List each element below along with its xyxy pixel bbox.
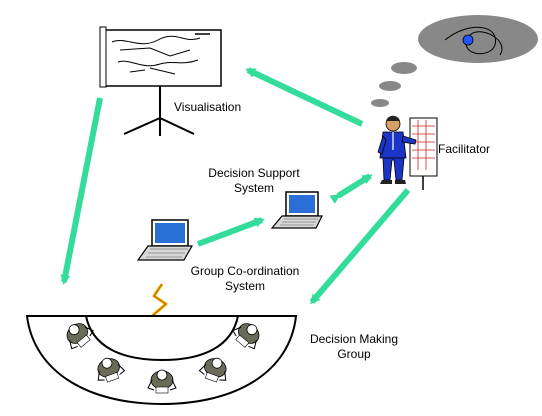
facilitator-label: Facilitator — [438, 142, 491, 156]
decision-support-system-label: Decision Support System — [194, 166, 314, 196]
presenter-icon — [377, 115, 438, 190]
dss-label-line-1: Decision Support — [208, 166, 300, 180]
gcs-label-line-1: Group Co-ordination — [190, 264, 300, 278]
seated-person-icon — [97, 357, 126, 383]
seated-person-icon — [66, 323, 94, 350]
seated-person-icon — [198, 357, 227, 383]
laptop-icon — [270, 191, 323, 229]
people-group — [66, 323, 260, 394]
gcs-label-line-2: System — [224, 279, 265, 293]
dmg-label-line-1: Decision Making — [309, 332, 399, 346]
horseshoe-table-icon — [25, 315, 298, 406]
arrow-facilitator-to-group — [309, 188, 411, 305]
arrow-facilitator-to-visualisation — [245, 67, 364, 127]
seated-person-icon — [147, 369, 177, 394]
decision-making-group-label: Decision Making Group — [296, 332, 412, 362]
visualisation-label: Visualisation — [174, 100, 242, 114]
laptop-icon — [136, 219, 194, 261]
arrow-gcs-to-dss — [196, 217, 265, 247]
dmg-label-line-2: Group — [337, 347, 371, 361]
thought-cloud-icon — [371, 15, 538, 107]
seated-person-icon — [232, 323, 260, 350]
arrow-visualisation-to-group — [60, 97, 103, 285]
arrow-dss-facilitator — [329, 173, 373, 204]
dss-label-line-2: System — [233, 181, 274, 195]
arrow-group — [60, 67, 411, 305]
group-coordination-system-label: Group Co-ordination System — [172, 264, 318, 294]
flipchart-icon — [99, 26, 222, 136]
